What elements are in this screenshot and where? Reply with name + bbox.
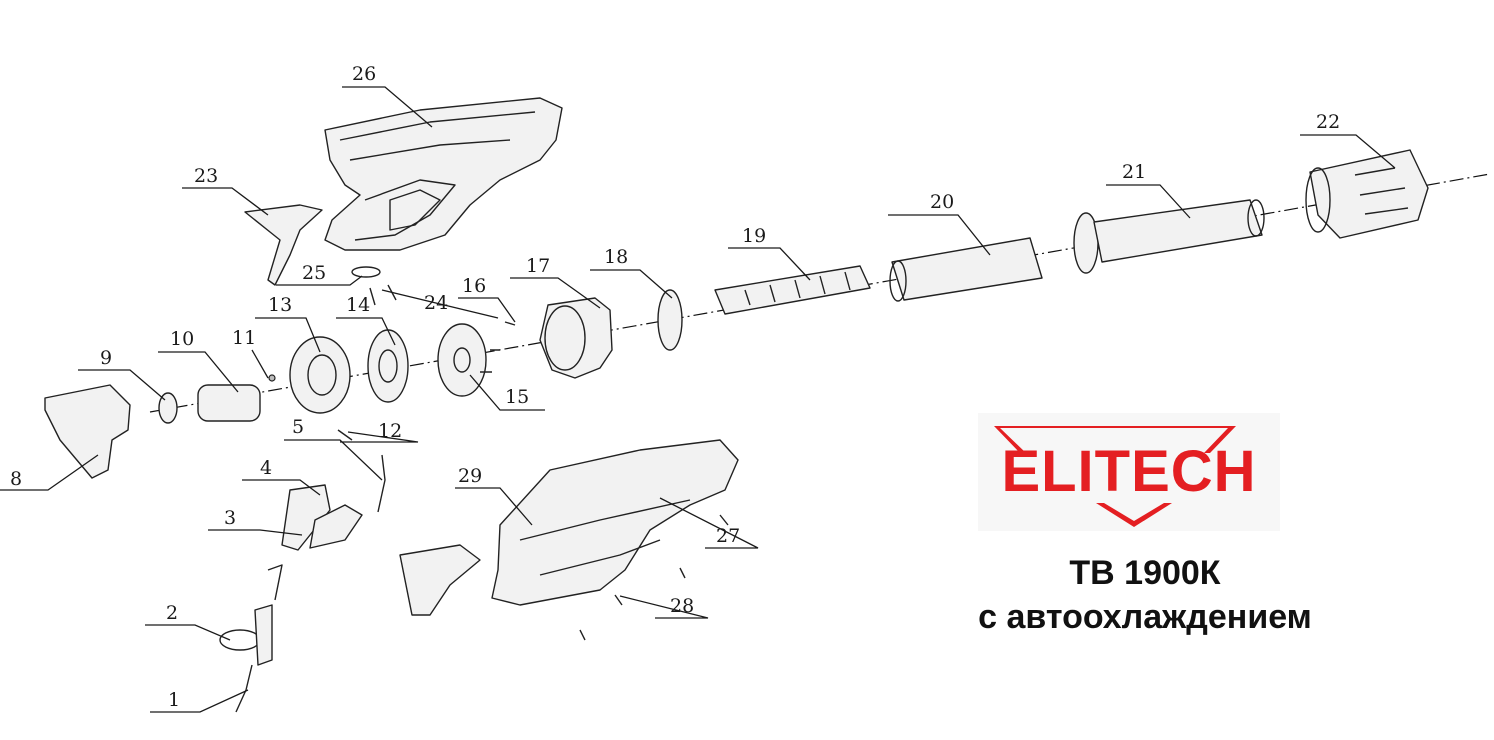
brand-logo-icon <box>994 426 1236 527</box>
label-25: 25 <box>302 262 326 284</box>
mica-disc-part <box>657 289 683 351</box>
label-17: 17 <box>526 255 550 277</box>
label-3: 3 <box>224 507 236 529</box>
model-title: ТВ 1900К <box>1069 554 1221 592</box>
label-23: 23 <box>194 165 218 187</box>
label-1: 1 <box>168 689 180 711</box>
label-27: 27 <box>716 525 740 547</box>
label-21: 21 <box>1122 161 1146 183</box>
heating-element-part <box>714 265 871 315</box>
label-24: 24 <box>424 292 448 314</box>
motor-bracket-part <box>289 336 351 414</box>
part-labels: 26 23 25 24 13 14 11 10 9 8 16 17 18 19 … <box>10 63 1340 711</box>
label-26: 26 <box>352 63 376 85</box>
label-19: 19 <box>742 225 766 247</box>
label-22: 22 <box>1316 111 1340 133</box>
label-13: 13 <box>268 294 292 316</box>
cable-sleeve-part <box>377 454 386 513</box>
rear-cap-part <box>44 384 131 479</box>
lower-grip-part <box>399 514 729 641</box>
strain-relief-part <box>219 564 283 666</box>
label-14: 14 <box>346 294 370 316</box>
label-15: 15 <box>505 386 529 408</box>
leader-lines <box>0 86 1396 713</box>
label-20: 20 <box>930 191 954 213</box>
label-9: 9 <box>100 347 112 369</box>
label-2: 2 <box>166 602 178 624</box>
label-12: 12 <box>378 420 402 442</box>
fan-screws-part <box>480 321 516 373</box>
brand-name: ELITECH <box>1001 439 1257 504</box>
grip-insert-part <box>244 204 323 286</box>
inner-tube-part <box>889 237 1043 302</box>
nozzle-part <box>1305 149 1429 239</box>
screws-part <box>369 284 397 306</box>
ring-part <box>351 266 381 278</box>
upper-housing-part <box>324 97 563 251</box>
label-18: 18 <box>604 246 628 268</box>
screw-part <box>337 429 353 441</box>
filter-disc-part <box>158 392 178 424</box>
label-29: 29 <box>458 465 482 487</box>
label-8: 8 <box>10 468 22 490</box>
label-4: 4 <box>260 457 272 479</box>
label-16: 16 <box>462 275 486 297</box>
impeller-part <box>437 323 487 397</box>
trigger-part <box>309 504 363 549</box>
model-subtitle: с автоохлаждением <box>978 598 1312 636</box>
small-screw-part <box>268 374 276 382</box>
outer-tube-part <box>1073 199 1265 274</box>
label-10: 10 <box>170 328 194 350</box>
fan-housing-part <box>539 297 613 379</box>
label-5: 5 <box>292 416 304 438</box>
label-28: 28 <box>670 595 694 617</box>
label-11: 11 <box>232 327 256 349</box>
perforated-disc-part <box>367 329 409 403</box>
power-cord-part <box>235 664 253 713</box>
lower-housing-part <box>491 439 739 606</box>
brand-logo-area <box>978 413 1280 531</box>
motor-part <box>197 384 261 422</box>
